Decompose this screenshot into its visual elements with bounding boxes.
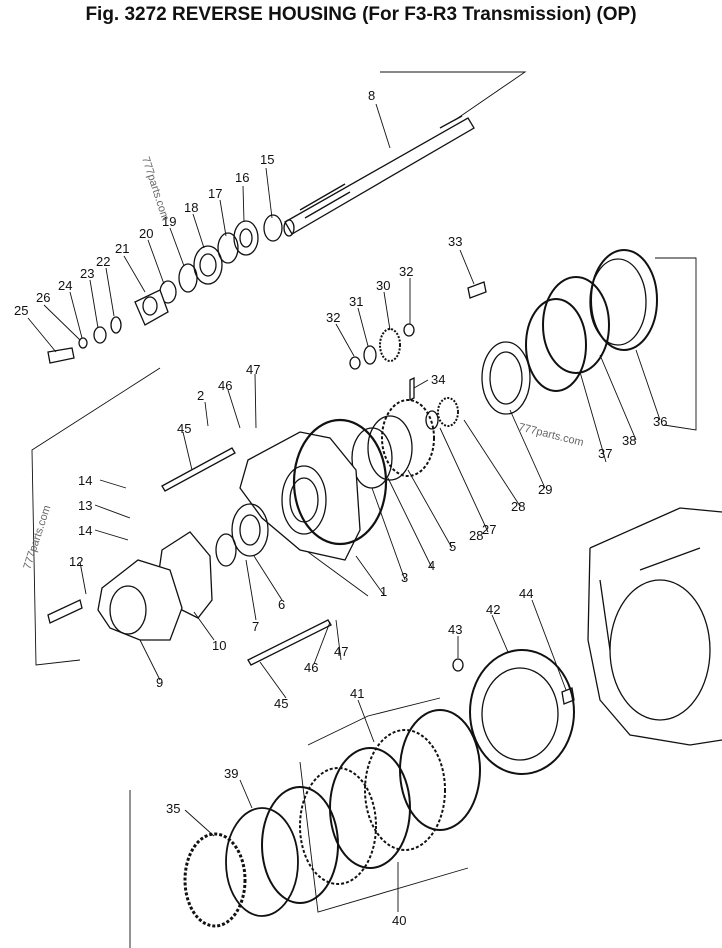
callout-9: 9 [156, 675, 163, 690]
callout-47a: 47 [246, 362, 260, 377]
callout-20: 20 [139, 226, 153, 241]
callout-3: 3 [401, 570, 408, 585]
callout-18: 18 [184, 200, 198, 215]
shaft-part [283, 115, 475, 237]
watermark-3: 777parts.com [21, 504, 53, 571]
callout-30: 30 [376, 278, 390, 293]
transmission-case [587, 507, 722, 746]
callout-31: 31 [349, 294, 363, 309]
callout-10: 10 [212, 638, 226, 653]
callout-45b: 45 [274, 696, 288, 711]
cover-part [47, 559, 183, 641]
watermark-1: 777parts.com [139, 155, 171, 222]
callout-7: 7 [252, 619, 259, 634]
callout-12: 12 [69, 554, 83, 569]
callout-42: 42 [486, 602, 500, 617]
callout-22: 22 [96, 254, 110, 269]
callout-43: 43 [448, 622, 462, 637]
callout-2: 2 [197, 388, 204, 403]
callout-16: 16 [235, 170, 249, 185]
callout-13: 13 [78, 498, 92, 513]
callout-5: 5 [449, 539, 456, 554]
callout-17: 17 [208, 186, 222, 201]
gear-assembly [351, 397, 459, 489]
callout-15: 15 [260, 152, 274, 167]
leader-lines [27, 71, 697, 948]
idler-gears [349, 281, 487, 402]
callout-37: 37 [598, 446, 612, 461]
clutch-plate [452, 649, 575, 775]
callout-41: 41 [350, 686, 364, 701]
callout-34: 34 [431, 372, 445, 387]
callout-27: 27 [482, 522, 496, 537]
reverse-housing [239, 418, 388, 561]
watermark-2: 777parts.com [517, 421, 585, 449]
bolts [161, 447, 332, 666]
callout-47b: 47 [334, 644, 348, 659]
callout-46a: 46 [218, 378, 232, 393]
callout-21: 21 [115, 241, 129, 256]
callout-24: 24 [58, 278, 72, 293]
callout-6: 6 [278, 597, 285, 612]
callout-44: 44 [519, 586, 533, 601]
callout-35: 35 [166, 801, 180, 816]
callout-29: 29 [538, 482, 552, 497]
callout-8: 8 [368, 88, 375, 103]
callout-4: 4 [428, 558, 435, 573]
callout-23: 23 [80, 266, 94, 281]
small-parts-chain [47, 214, 283, 364]
callout-14a: 14 [78, 473, 92, 488]
figure-title: Fig. 3272 REVERSE HOUSING (For F3-R3 Tra… [85, 4, 637, 25]
callout-38: 38 [622, 433, 636, 448]
callout-45a: 45 [177, 421, 191, 436]
callout-32b: 32 [326, 310, 340, 325]
callout-1: 1 [380, 584, 387, 599]
callout-28a: 28 [511, 499, 525, 514]
callout-19: 19 [162, 214, 176, 229]
callout-28b: 28 [469, 528, 483, 543]
callout-40: 40 [392, 913, 406, 928]
callout-33: 33 [448, 234, 462, 249]
callout-32a: 32 [399, 264, 413, 279]
callout-46b: 46 [304, 660, 318, 675]
callout-26: 26 [36, 290, 50, 305]
friction-discs [183, 709, 481, 928]
callout-39: 39 [224, 766, 238, 781]
callout-25: 25 [14, 303, 28, 318]
callout-labels: 1 2 3 4 5 6 7 8 9 10 12 13 14 14 15 16 1… [14, 88, 667, 928]
callout-14b: 14 [78, 523, 92, 538]
callout-36: 36 [653, 414, 667, 429]
bearing-rings [481, 249, 658, 415]
